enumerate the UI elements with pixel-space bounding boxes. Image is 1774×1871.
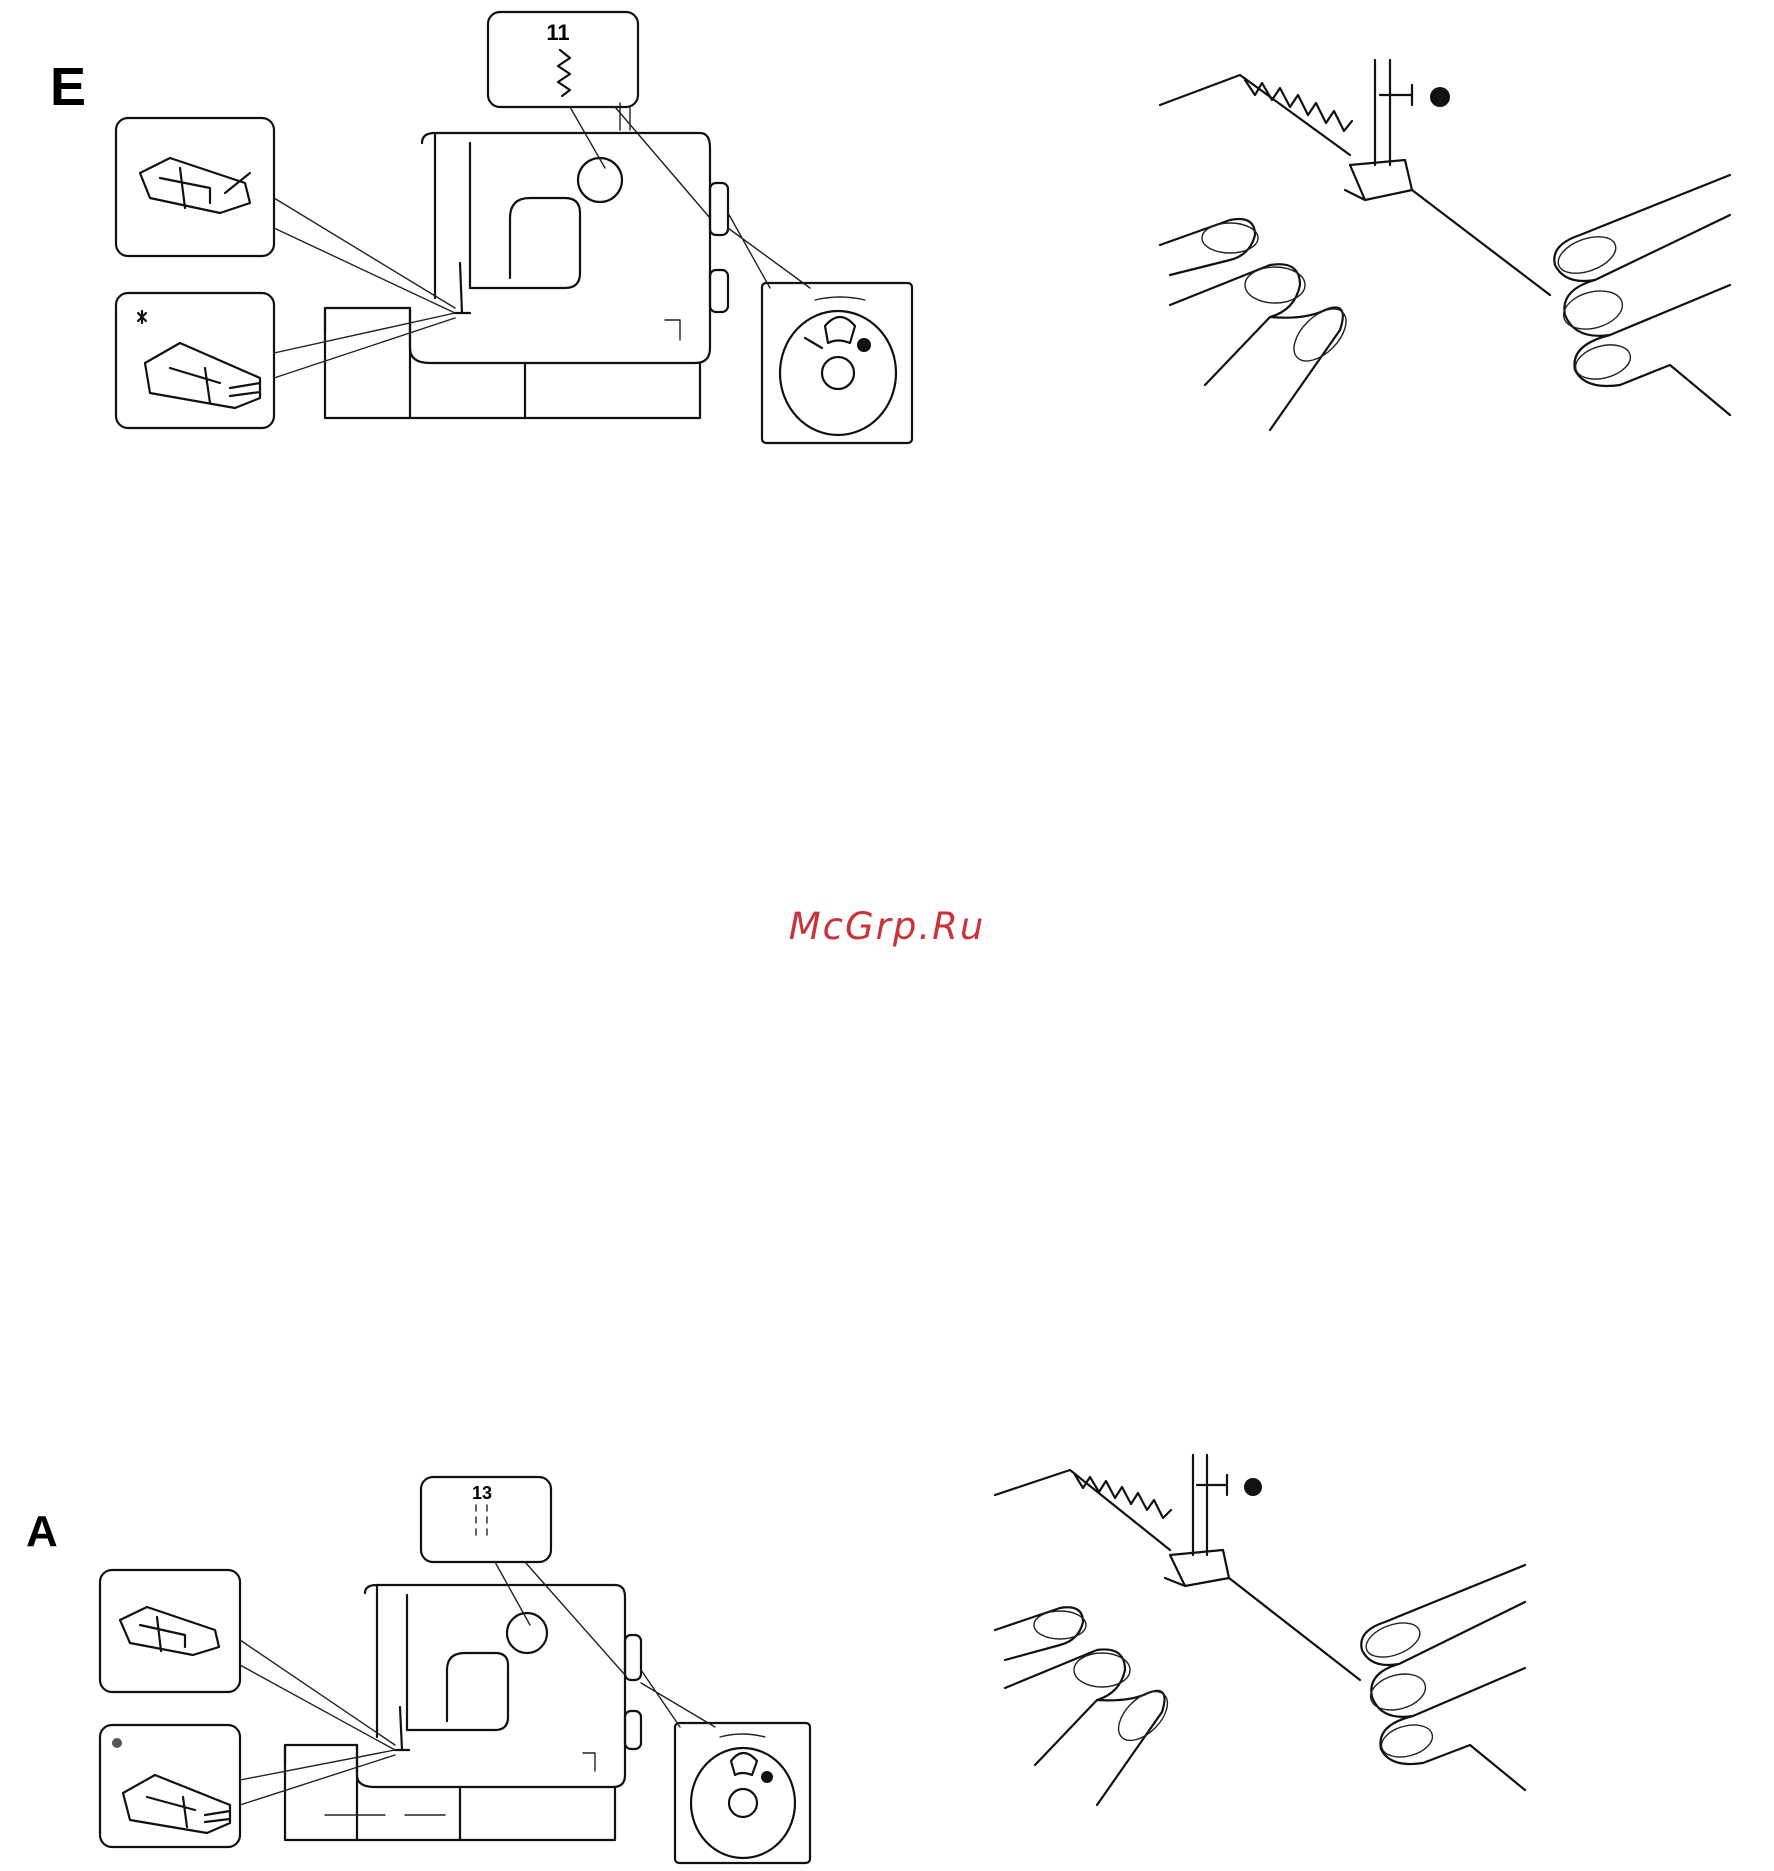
needle-bar — [1375, 60, 1412, 165]
hands-guiding-fabric-e — [1150, 55, 1750, 465]
overcasting-foot-icon — [123, 1775, 230, 1833]
dial-center — [729, 1789, 757, 1817]
machine-arm — [435, 133, 580, 298]
dial-pointer — [731, 1753, 757, 1775]
callout-leader — [570, 107, 710, 218]
asterisk-icon — [112, 1738, 122, 1748]
presser-foot-icon — [140, 158, 250, 213]
thread-line — [1229, 1578, 1360, 1680]
fingernail — [1245, 267, 1305, 303]
needle-bar — [1193, 1455, 1227, 1555]
left-hand-fingers — [1005, 1649, 1165, 1805]
straight-stitch-icon — [476, 1505, 487, 1535]
left-hand-fingers — [1170, 264, 1343, 430]
section-a: A 13 — [0, 1420, 1774, 1871]
pattern-number: 13 — [472, 1483, 492, 1503]
machine-detail — [665, 320, 680, 340]
dial-leader — [728, 213, 810, 288]
zigzag-stitch-line — [1245, 80, 1352, 131]
dial-center — [822, 357, 854, 389]
sewing-machine-diagram-e: 11 — [110, 8, 940, 458]
needle-bar — [455, 263, 470, 313]
dial-arc — [720, 1734, 765, 1737]
asterisk-icon — [138, 311, 146, 323]
thumb-screw-icon — [1244, 1478, 1262, 1496]
side-knob-top — [710, 183, 728, 235]
side-knob-bottom — [625, 1711, 641, 1749]
hands-guiding-fabric-a — [985, 1450, 1545, 1850]
presser-foot-icon — [1345, 160, 1412, 200]
dial-arc — [815, 297, 865, 300]
watermark: McGrp.Ru — [0, 905, 1774, 948]
fabric-edge — [995, 1470, 1170, 1550]
foot-leader-lines — [240, 1640, 395, 1805]
presser-foot-icon — [1165, 1550, 1229, 1586]
dial-leader — [641, 1670, 715, 1727]
dial-box — [762, 283, 912, 443]
sewing-machine-diagram-a: 13 — [95, 1475, 825, 1870]
overcasting-foot-icon — [145, 343, 260, 408]
stitch-selector-dial — [578, 158, 622, 202]
thumb-screw-icon — [1430, 87, 1450, 107]
presser-foot-box — [116, 118, 274, 256]
dial-box — [675, 1723, 810, 1863]
fingernail — [1559, 285, 1626, 335]
right-hand-icon — [1361, 1565, 1525, 1790]
zigzag-stitch-icon — [558, 50, 570, 96]
pattern-number: 11 — [546, 20, 569, 45]
thread-line — [1412, 190, 1550, 295]
side-knob-top — [625, 1635, 641, 1680]
fingernail — [1034, 1611, 1086, 1639]
stitch-length-dial-icon — [691, 1748, 795, 1858]
sewing-machine-icon — [285, 1585, 625, 1787]
section-e: E 11 — [0, 0, 1774, 470]
section-letter-e: E — [50, 60, 86, 114]
dial-arrow — [805, 338, 822, 348]
presser-foot-icon — [120, 1607, 219, 1655]
dial-marker — [761, 1771, 773, 1783]
stitch-length-dial-icon — [780, 311, 896, 435]
fingernail — [1074, 1653, 1130, 1687]
machine-base — [285, 1745, 615, 1840]
fingernail — [1202, 223, 1258, 253]
foot-leader-lines — [274, 198, 455, 378]
dial-pointer — [825, 317, 855, 343]
machine-arm — [377, 1585, 508, 1737]
machine-detail — [583, 1753, 595, 1771]
section-letter-a: A — [26, 1510, 58, 1554]
side-knob-bottom — [710, 270, 728, 312]
dial-marker — [857, 338, 871, 352]
